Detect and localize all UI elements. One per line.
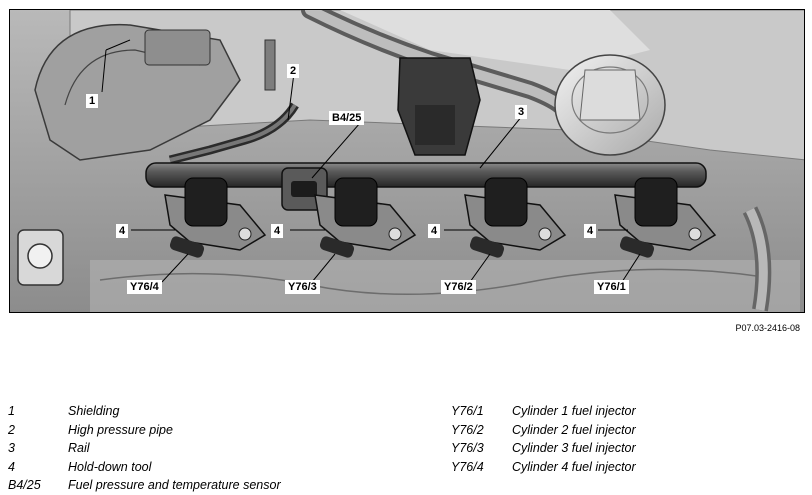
legend-row: 4 Hold-down tool [8, 458, 281, 477]
callout-y76-1: Y76/1 [594, 280, 629, 294]
legend-row: Y76/4 Cylinder 4 fuel injector [451, 458, 636, 477]
callout-3: 3 [515, 105, 528, 119]
legend-key: 3 [8, 441, 15, 455]
legend-text: Cylinder 2 fuel injector [512, 422, 636, 437]
legend-text: Cylinder 1 fuel injector [512, 404, 636, 418]
legend-key: 1 [8, 404, 15, 418]
legend-text: Shielding [68, 404, 120, 418]
callout-4-first: 4 [116, 224, 129, 238]
figure-code: P07.03-2416-08 [735, 323, 800, 333]
legend-row: Y76/1 Cylinder 1 fuel injector [451, 402, 636, 421]
legend-row: B4/25 Fuel pressure and temperature senso… [8, 476, 281, 495]
legend-key: Y76/1 [451, 404, 484, 418]
callout-2: 2 [287, 64, 300, 78]
callout-4-second: 4 [271, 224, 284, 238]
legend-key: Y76/3 [451, 441, 484, 455]
injector-2 [464, 177, 567, 258]
legend-row: 2 High pressure pipe [8, 421, 281, 440]
legend-text: Hold-down tool [68, 459, 152, 474]
callout-b4-25: B4/25 [329, 111, 365, 125]
legend-text: Cylinder 3 fuel injector [512, 441, 636, 455]
callout-y76-4: Y76/4 [127, 280, 162, 294]
callout-1: 1 [86, 94, 99, 108]
injector-4 [164, 177, 267, 258]
legend-row: 3 Rail [8, 439, 281, 458]
legend-row: Y76/3 Cylinder 3 fuel injector [451, 439, 636, 458]
callout-y76-3: Y76/3 [285, 280, 320, 294]
legend-text: Fuel pressure and temperature sensor [68, 478, 281, 492]
fuel-rail [145, 162, 707, 188]
engine-illustration: 1 2 3 B4/25 4 4 4 4 Y76/4 Y76/3 Y76/2 Y7… [9, 9, 805, 313]
legend-row: Y76/2 Cylinder 2 fuel injector [451, 421, 636, 440]
legend-key: Y76/2 [451, 422, 484, 437]
callout-4-third: 4 [428, 224, 441, 238]
legend-left: 1 Shielding 2 High pressure pipe 3 Rail 4 Ho… [8, 402, 281, 495]
legend-key: B4/25 [8, 478, 41, 492]
legend-text: Rail [68, 441, 90, 455]
legend-row: 1 Shielding [8, 402, 281, 421]
legend-key: 4 [8, 459, 15, 474]
injector-1 [614, 177, 717, 258]
callout-4-fourth: 4 [584, 224, 597, 238]
legend-text: High pressure pipe [68, 422, 173, 437]
legend-key: Y76/4 [451, 459, 484, 474]
callout-y76-2: Y76/2 [441, 280, 476, 294]
legend-key: 2 [8, 422, 15, 437]
injector-3 [314, 177, 417, 258]
legend-text: Cylinder 4 fuel injector [512, 459, 636, 474]
engine-drawing [10, 10, 804, 312]
leader-lines [101, 39, 641, 283]
